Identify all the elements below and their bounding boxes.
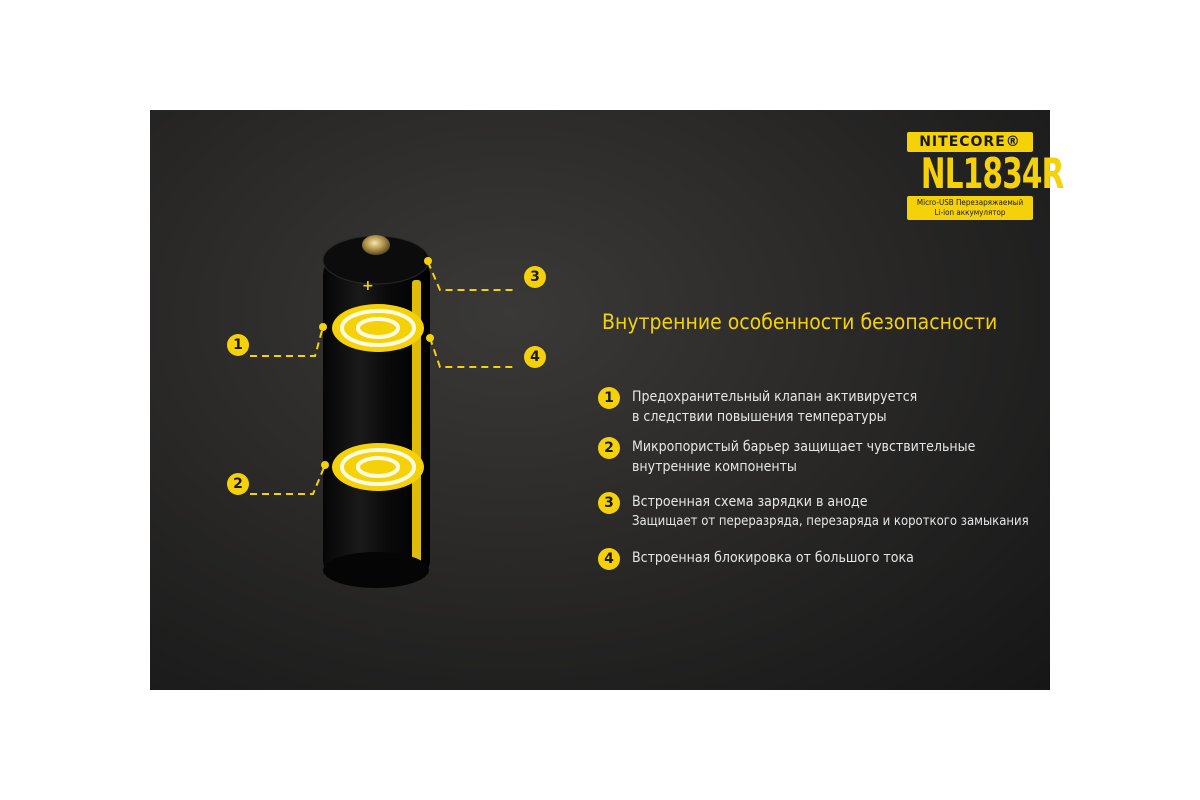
battery-side-stripe [412, 280, 421, 570]
section-heading: Внутренние особенности безопасности [602, 310, 998, 334]
callout-badge-1: 1 [227, 334, 249, 356]
feature-item-1: 1 Предохранительный клапан активируется … [598, 387, 917, 427]
feature-number-2: 2 [598, 437, 620, 459]
feature-2-line2: внутренние компоненты [632, 459, 797, 475]
callout-badge-2: 2 [227, 473, 249, 495]
battery-bottom [323, 552, 429, 588]
feature-3-line1: Встроенная схема зарядки в аноде [632, 494, 868, 510]
nitecore-logo: NITECORE® NL1834R Micro-USB Перезаряжаем… [907, 132, 1064, 220]
feature-2-line1: Микропористый барьер защищает чувствител… [632, 439, 976, 455]
feature-4-line1: Встроенная блокировка от большого тока [632, 550, 914, 566]
feature-item-3: 3 Встроенная схема зарядки в аноде Защищ… [598, 492, 1029, 532]
feature-1-line1: Предохранительный клапан активируется [632, 389, 918, 405]
callout-leaders [250, 261, 515, 495]
cutaway-ring-1 [332, 304, 424, 352]
cutaway-ring-2 [332, 443, 424, 491]
battery-cap [362, 235, 390, 255]
feature-number-4: 4 [598, 548, 620, 570]
battery-illustration: + [250, 235, 515, 588]
model-name: NL1834R [920, 149, 1064, 198]
brand-name: NITECORE® [907, 132, 1033, 152]
feature-item-4: 4 Встроенная блокировка от большого тока [598, 548, 914, 570]
feature-number-3: 3 [598, 492, 620, 514]
feature-3-line2: Защищает от переразряда, перезаряда и ко… [632, 514, 1029, 529]
callout-badge-4: 4 [524, 346, 546, 368]
product-banner: + 1 2 3 4 [150, 110, 1064, 690]
feature-1-line2: в следствии повышения температуры [632, 409, 887, 425]
logo-subtitle: Micro-USB Перезаряжаемый Li-ion аккумуля… [907, 196, 1033, 220]
feature-item-2: 2 Микропористый барьер защищает чувствит… [598, 437, 975, 477]
callout-badge-3: 3 [524, 266, 546, 288]
logo-subtitle-line1: Micro-USB Перезаряжаемый [916, 198, 1024, 207]
plus-sign: + [362, 278, 374, 294]
logo-subtitle-line2: Li-ion аккумулятор [934, 208, 1006, 217]
feature-number-1: 1 [598, 387, 620, 409]
